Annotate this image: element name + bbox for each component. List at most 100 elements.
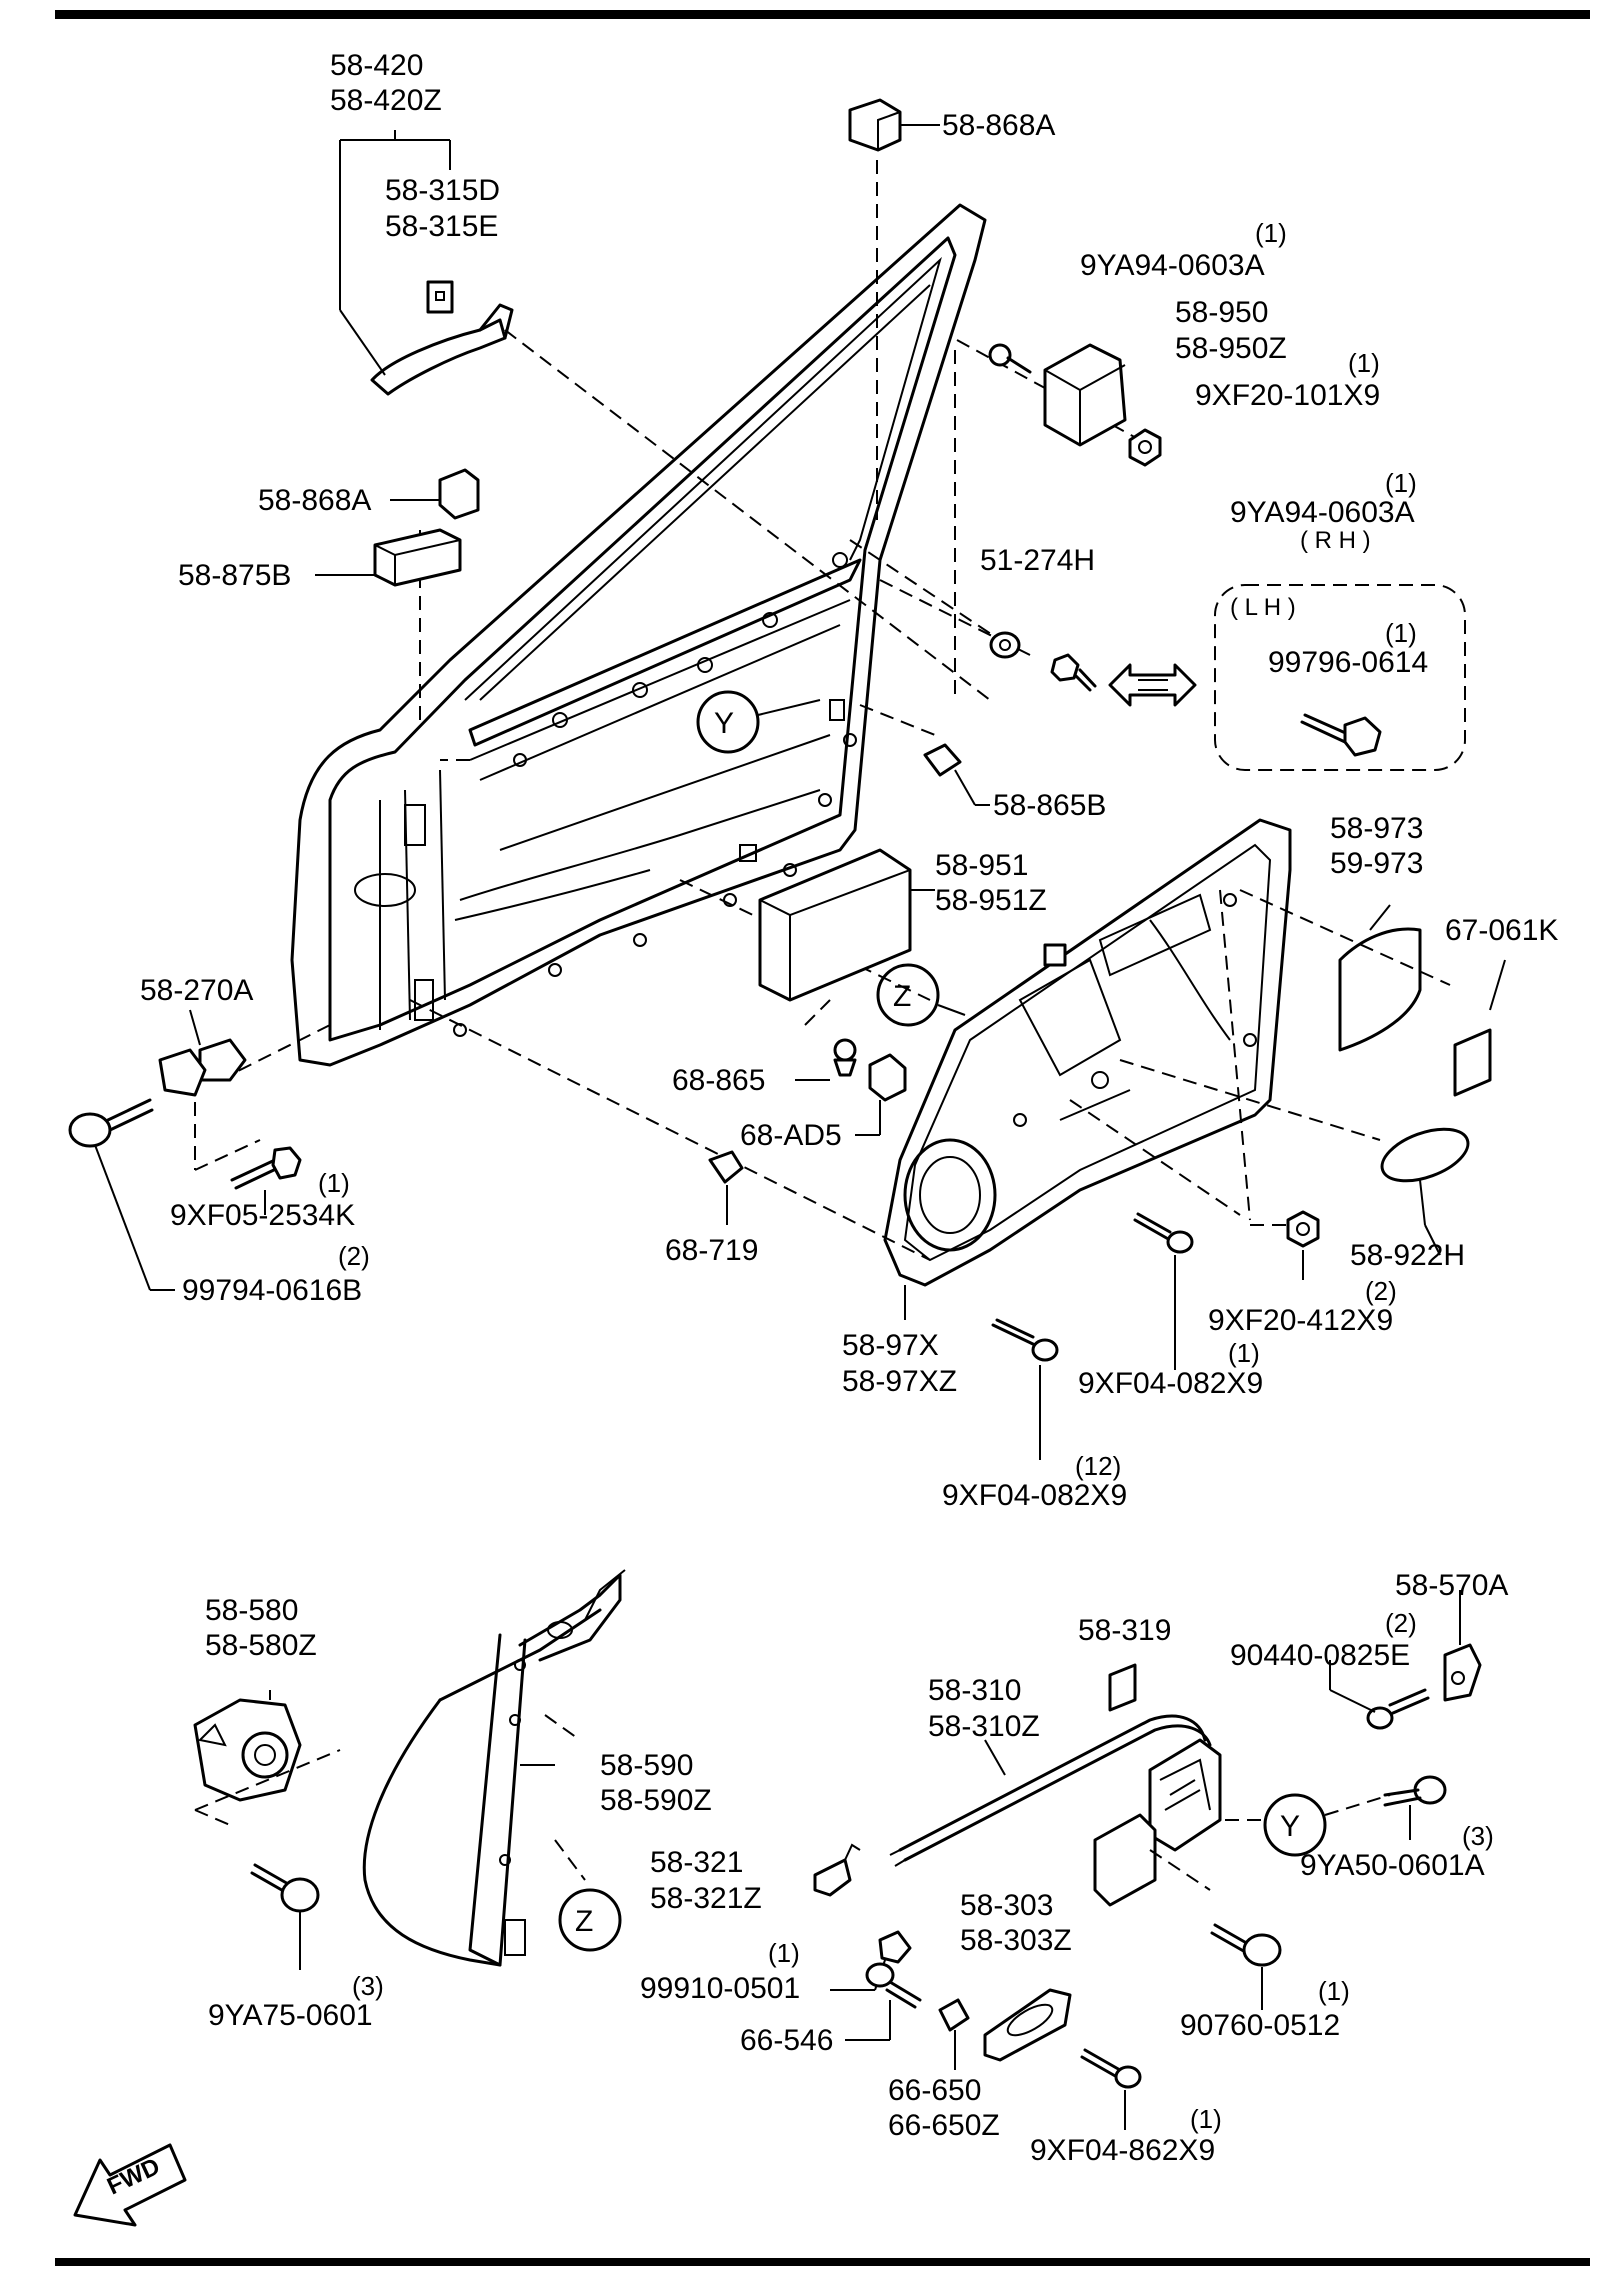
bolt-99796-0614 (1300, 713, 1382, 757)
qty-99910-0501: (1) (768, 1938, 800, 1968)
label-58-868a-mid: 58-868A (258, 484, 371, 517)
screw-90440-0825e (1366, 1688, 1430, 1730)
clip-68-865 (833, 1038, 857, 1077)
nut-9xf20-412x9 (1286, 1210, 1320, 1248)
fwd-label: FWD (103, 2153, 164, 2201)
label-58-310z: 58-310Z (928, 1710, 1040, 1743)
label-9xf20-412x9: 9XF20-412X9 (1208, 1304, 1393, 1337)
qty-9ya75-0601: (3) (352, 1971, 384, 2001)
outside-door-handle (370, 280, 514, 396)
label-90760-0512: 90760-0512 (1180, 2009, 1340, 2042)
lock-cable-58-310 (889, 1714, 1212, 1867)
qty-9ya94-top: (1) (1255, 218, 1287, 248)
label-58-950: 58-950 (1175, 296, 1268, 329)
label-58-315d: 58-315D (385, 174, 500, 207)
label-58-315e: 58-315E (385, 210, 498, 243)
callout-z-bottom: Z (575, 1905, 593, 1938)
label-58-590: 58-590 (600, 1749, 693, 1782)
label-51-274h: 51-274H (980, 544, 1095, 577)
label-99910-0501: 99910-0501 (640, 1972, 800, 2005)
label-58-303: 58-303 (960, 1889, 1053, 1922)
filler-pad-mid (438, 468, 480, 520)
label-58-950z: 58-950Z (1175, 332, 1287, 365)
clip-68-719 (708, 1150, 744, 1184)
weatherstrip-block (373, 528, 462, 587)
bolt-9ya75-0601 (250, 1863, 320, 1913)
part-labels: 58-420 58-420Z 58-315D 58-315E 58-868A (… (103, 49, 1558, 2200)
regulator-motor-58-580 (193, 1698, 302, 1802)
callout-z-top: Z (893, 980, 911, 1013)
label-rh: ( R H ) (1300, 527, 1371, 554)
door-trim-panel (883, 818, 1292, 1287)
label-58-951: 58-951 (935, 849, 1028, 882)
window-regulator-58-590 (362, 1569, 626, 1967)
label-58-270a: 58-270A (140, 974, 253, 1007)
qty-99796-0614: (1) (1385, 618, 1417, 648)
label-66-546: 66-546 (740, 2024, 833, 2057)
handle-callout-bracket (339, 130, 451, 376)
label-58-310: 58-310 (928, 1674, 1021, 1707)
callout-y-top: Y (714, 707, 734, 740)
qty-9ya94-rh: (1) (1385, 468, 1417, 498)
label-58-319: 58-319 (1078, 1614, 1171, 1647)
film-67-061k (1453, 1028, 1492, 1097)
rod-clip-58-321 (813, 1843, 861, 1897)
screw-9xf04-082x9-lower (991, 1318, 1059, 1362)
label-58-973: 58-973 (1330, 812, 1423, 845)
nut-9xf20-101x9 (1128, 428, 1162, 467)
label-58-868a-top: 58-868A (942, 109, 1055, 142)
label-59-973: 59-973 (1330, 847, 1423, 880)
filler-pad-top (848, 98, 902, 152)
label-68-ad5: 68-AD5 (740, 1119, 842, 1152)
label-9xf05-2534k: 9XF05-2534K (170, 1199, 355, 1232)
label-67-061k: 67-061K (1445, 914, 1558, 947)
callout-y-bottom: Y (1280, 1810, 1300, 1843)
door-stop-bracket (1043, 343, 1127, 447)
qty-90440-0825e: (2) (1385, 1608, 1417, 1638)
bolt-90760-0512 (1210, 1923, 1282, 1967)
label-58-580: 58-580 (205, 1594, 298, 1627)
bolt-9ya50-0601a (1383, 1775, 1447, 1807)
top-border (55, 10, 1590, 19)
bolt-9ya94-rh (1050, 653, 1097, 692)
qty-9xf05-2534k: (1) (318, 1168, 350, 1198)
callout-z-circle-bottom (558, 1888, 622, 1952)
plug-58-922h (1380, 1127, 1470, 1183)
label-66-650z: 66-650Z (888, 2109, 1000, 2142)
door-latch-assembly (1093, 1738, 1222, 1907)
lh-rh-exchange-arrow (1108, 663, 1197, 707)
label-58-865b: 58-865B (993, 789, 1106, 822)
bolt-9xf05-2534k (230, 1146, 302, 1190)
sealing-patch-58-973 (1338, 927, 1422, 1052)
label-9xf04-082x9-upper: 9XF04-082X9 (1078, 1367, 1263, 1400)
label-58-321: 58-321 (650, 1846, 743, 1879)
label-58-97xz: 58-97XZ (842, 1365, 957, 1398)
label-9xf04-862x9: 9XF04-862X9 (1030, 2134, 1215, 2167)
label-66-650: 66-650 (888, 2074, 981, 2107)
label-58-580z: 58-580Z (205, 1629, 317, 1662)
clip-99910-0501 (878, 1930, 912, 1964)
label-99796-0614: 99796-0614 (1268, 646, 1428, 679)
callout-y-circle-top (696, 690, 760, 754)
grommet-51-274h (989, 631, 1021, 659)
screw-9xf04-862x9 (1080, 2048, 1142, 2089)
label-9ya50-0601a: 9YA50-0601A (1300, 1849, 1485, 1882)
label-90440-0825e: 90440-0825E (1230, 1639, 1410, 1672)
qty-9xf04-082x9-lower: (12) (1075, 1451, 1121, 1481)
clip-68-ad5 (868, 1053, 907, 1102)
callout-z-circle-top (876, 963, 940, 1027)
screw-66-546 (865, 1962, 922, 2009)
label-58-321z: 58-321Z (650, 1882, 762, 1915)
label-58-922h: 58-922H (1350, 1239, 1465, 1272)
bolt-99794-0616b (68, 1098, 154, 1148)
label-68-865: 68-865 (672, 1064, 765, 1097)
label-99794-0616b: 99794-0616B (182, 1274, 362, 1307)
door-checker-58-270a (158, 1038, 247, 1097)
label-58-875b: 58-875B (178, 559, 291, 592)
tag-58-319 (1108, 1663, 1137, 1712)
fwd-direction-arrow (73, 2143, 187, 2227)
bottom-border (55, 2258, 1590, 2266)
clip-58-865b (923, 743, 962, 777)
label-58-570a: 58-570A (1395, 1569, 1508, 1602)
label-68-719: 68-719 (665, 1234, 758, 1267)
